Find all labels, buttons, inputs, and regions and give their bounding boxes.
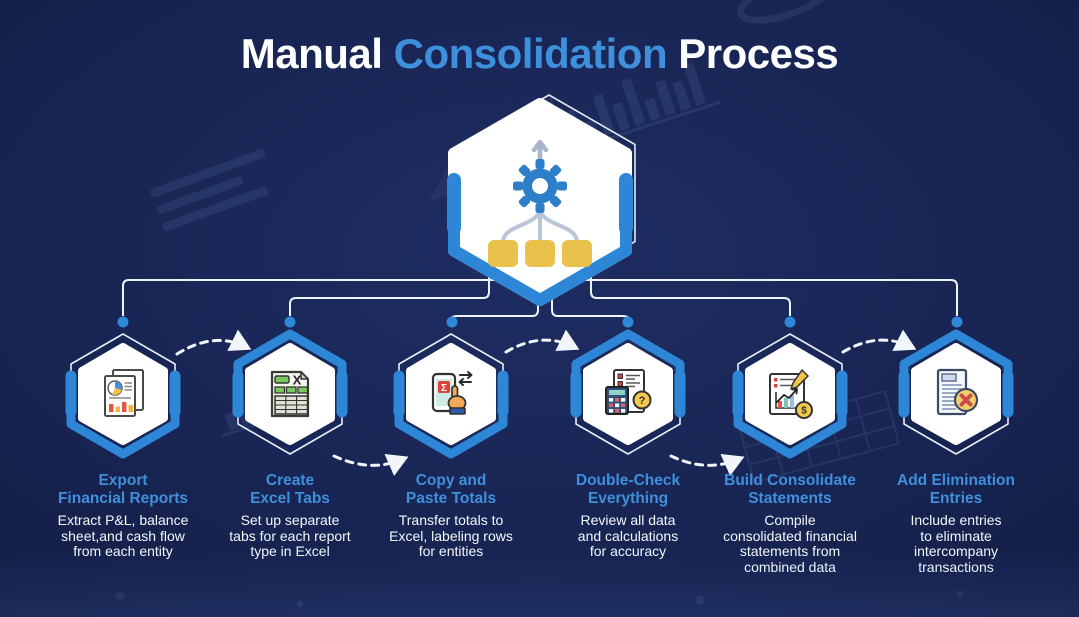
step-description: Extract P&L, balance sheet,and cash flow… [57, 511, 189, 560]
step-title: Add Elimination Entries [897, 472, 1015, 507]
step-title: Double-Check Everything [575, 472, 681, 507]
step-hexagon [65, 333, 181, 459]
consolidation-flow-icon [488, 139, 592, 267]
financial-report-icon [104, 369, 144, 417]
double-check-icon: ? [605, 369, 652, 415]
step-hexagon: $ [732, 333, 848, 459]
step-hexagon [898, 329, 1014, 455]
svg-text:Σ: Σ [441, 383, 447, 394]
svg-text:$: $ [801, 406, 807, 417]
copy-paste-icon: Σ [431, 371, 473, 415]
step-add-elimination-entries: Add Elimination Entries Include entries … [861, 328, 1051, 576]
step-title: Create Excel Tabs [250, 472, 330, 507]
title-part-2: Process [667, 30, 839, 77]
step-create-excel-tabs: X Create Excel Tabs Set up separate tabs… [195, 328, 385, 560]
step-double-check-everything: ? Double-Check Everything Review all dat… [533, 328, 723, 560]
step-description: Transfer totals to Excel, labeling rows … [389, 511, 513, 560]
svg-text:X: X [293, 373, 302, 388]
step-hexagon: Σ [393, 333, 509, 459]
step-title: Export Financial Reports [57, 472, 189, 507]
step-description: Set up separate tabs for each report typ… [229, 511, 351, 560]
title-highlight: Consolidation [393, 30, 668, 77]
build-statements-icon: $ [769, 369, 813, 419]
step-copy-paste-totals: Σ Copy and Paste Totals Transfer totals … [356, 328, 546, 560]
step-hexagon: X [232, 329, 348, 455]
step-export-financial-reports: Export Financial Reports Extract P&L, ba… [28, 328, 218, 560]
step-description: Review all data and calculations for acc… [577, 511, 679, 560]
step-description: Include entries to eliminate intercompan… [910, 511, 1002, 575]
step-hexagon: ? [570, 329, 686, 455]
step-build-consolidate-statements: $ Build Consolidate Statements Compile c… [695, 328, 885, 576]
step-title: Build Consolidate Statements [724, 472, 856, 507]
elimination-entries-icon [936, 368, 979, 416]
step-title: Copy and Paste Totals [405, 472, 497, 507]
svg-text:?: ? [639, 395, 646, 407]
page-title: Manual Consolidation Process [0, 30, 1079, 78]
title-part-1: Manual [240, 30, 394, 77]
excel-tabs-icon: X [270, 370, 310, 418]
step-description: Compile consolidated financial statement… [723, 511, 857, 575]
center-hexagon [447, 94, 636, 306]
